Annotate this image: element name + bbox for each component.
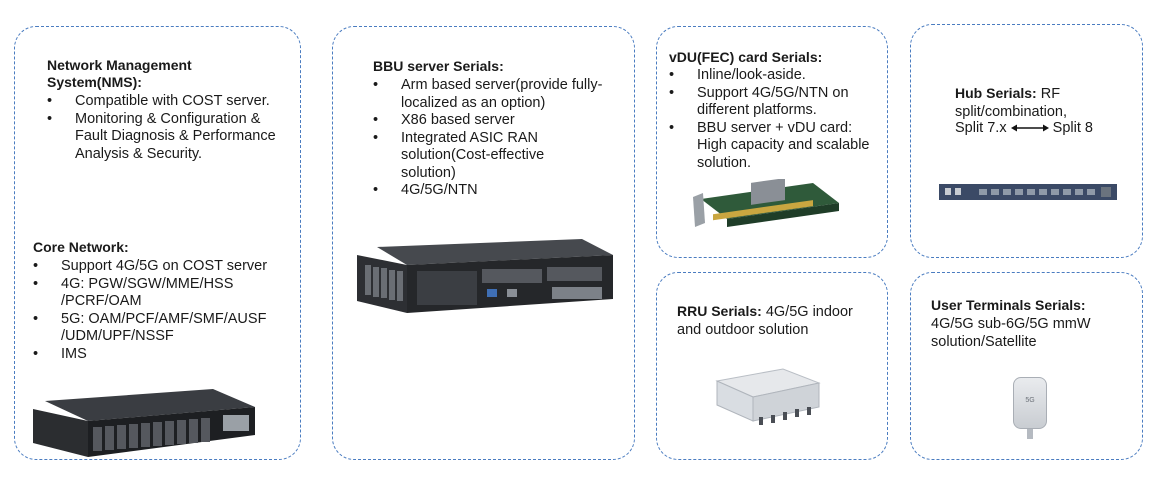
core-item: Support 4G/5G on COST server xyxy=(33,258,291,276)
double-arrow-icon xyxy=(1010,124,1049,132)
split-left-label: Split 7.x xyxy=(955,120,1007,136)
hub-title: Hub Serials: xyxy=(955,85,1037,101)
bbu-item: Arm based server(provide fully-localized… xyxy=(373,77,603,112)
bbu-title: BBU server Serials: xyxy=(373,58,504,74)
bbu-list: Arm based server(provide fully-localized… xyxy=(373,77,603,200)
hub-description: Hub Serials: RF split/combination, xyxy=(955,85,1135,121)
core-list: Support 4G/5G on COST server 4G: PGW/SGW… xyxy=(33,258,291,363)
vdu-title: vDU(FEC) card Serials: xyxy=(669,49,823,65)
hub-card: Hub Serials: RF split/combination, Split… xyxy=(910,24,1143,258)
ut-device-stand xyxy=(1027,429,1033,439)
ut-card: User Terminals Serials: 4G/5G sub-6G/5G … xyxy=(910,272,1143,460)
hub-text: RF split/combination, xyxy=(955,86,1068,120)
bbu-server-image xyxy=(357,239,613,313)
bbu-card: BBU server Serials: Arm based server(pro… xyxy=(332,26,635,460)
vdu-item: BBU server + vDU card: High capacity and… xyxy=(669,120,881,173)
bbu-item: 4G/5G/NTN xyxy=(373,182,603,200)
bbu-item: Integrated ASIC RAN solution(Cost-effect… xyxy=(373,130,603,183)
split-right-label: Split 8 xyxy=(1052,120,1093,136)
nms-title: Network Management System(NMS): xyxy=(47,57,192,90)
ut-device-label: 5G xyxy=(1025,397,1035,404)
hub-split-row: Split 7.x Split 8 xyxy=(955,120,1093,138)
hub-device-image xyxy=(939,184,1117,200)
vdu-card-image xyxy=(693,179,839,227)
rru-text: 4G/5G indoor and outdoor solution xyxy=(677,304,853,338)
rru-card: RRU Serials: 4G/5G indoor and outdoor so… xyxy=(656,272,888,460)
vdu-item: Support 4G/5G/NTN on different platforms… xyxy=(669,85,881,120)
nms-item: Monitoring & Configuration & Fault Diagn… xyxy=(47,111,292,164)
bbu-item: X86 based server xyxy=(373,112,603,130)
vdu-card: vDU(FEC) card Serials: Inline/look-aside… xyxy=(656,26,888,258)
vdu-item: Inline/look-aside. xyxy=(669,67,881,85)
ut-text: 4G/5G sub-6G/5G mmW solution/Satellite xyxy=(931,316,1091,350)
rru-description: RRU Serials: 4G/5G indoor and outdoor so… xyxy=(677,303,877,339)
ut-title: User Terminals Serials: xyxy=(931,297,1086,313)
core-item: 4G: PGW/SGW/MME/HSS /PCRF/OAM xyxy=(33,276,291,311)
vdu-list: Inline/look-aside. Support 4G/5G/NTN on … xyxy=(669,67,881,172)
rru-device-image xyxy=(715,368,821,425)
ut-device-image: 5G xyxy=(1013,377,1047,429)
rru-title: RRU Serials: xyxy=(677,303,762,319)
core-title: Core Network: xyxy=(33,239,129,255)
core-item: IMS xyxy=(33,346,291,364)
core-item: 5G: OAM/PCF/AMF/SMF/AUSF /UDM/UPF/NSSF xyxy=(33,311,291,346)
nms-list: Compatible with COST server. Monitoring … xyxy=(47,93,292,163)
nms-core-card: Network Management System(NMS): Compatib… xyxy=(14,26,301,460)
nms-item: Compatible with COST server. xyxy=(47,93,292,111)
core-server-image xyxy=(33,389,255,457)
